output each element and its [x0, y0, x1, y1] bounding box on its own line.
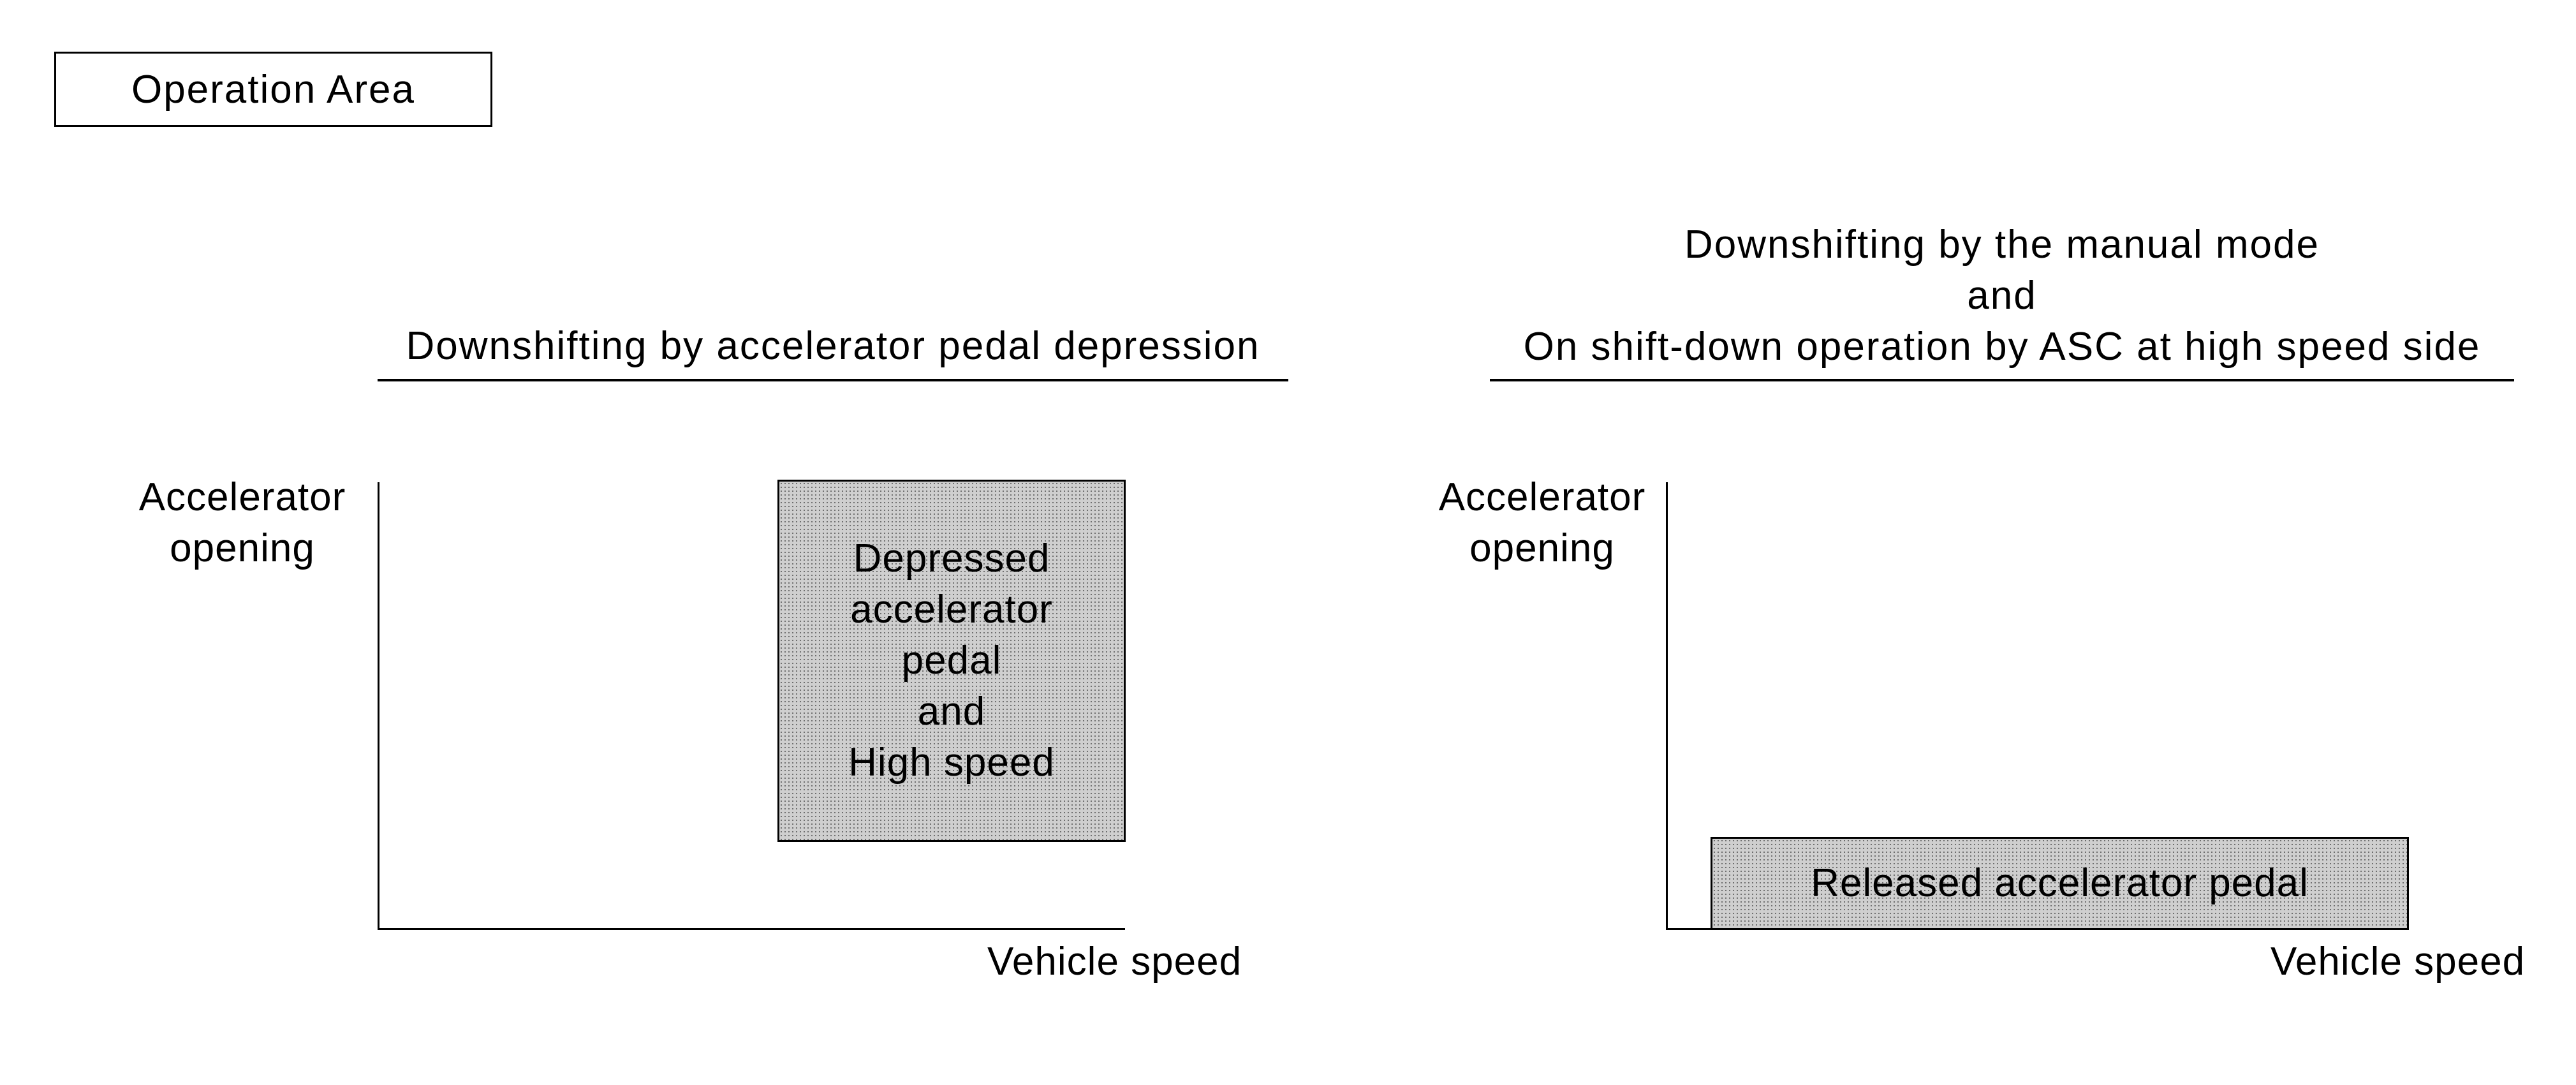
left-x-axis: [378, 928, 1125, 930]
right-operation-region: Released accelerator pedal: [1711, 837, 2409, 930]
right-y-axis: [1666, 482, 1668, 930]
operation-area-title: Operation Area: [54, 52, 492, 127]
left-operation-region: Depressed accelerator pedal and High spe…: [777, 480, 1126, 842]
right-heading-underline: [1490, 379, 2514, 381]
left-heading-underline: [378, 379, 1288, 381]
right-region-label: Released accelerator pedal: [1811, 861, 2309, 905]
right-panel-heading: Downshifting by the manual mode and On s…: [1523, 223, 2481, 369]
right-x-axis-label: Vehicle speed: [2271, 940, 2526, 984]
left-y-axis: [378, 482, 379, 930]
right-x-axis: [1666, 928, 1717, 930]
operation-area-title-text: Operation Area: [131, 67, 416, 112]
right-y-axis-label: Accelerator opening: [1438, 475, 1646, 570]
left-panel-heading: Downshifting by accelerator pedal depres…: [406, 324, 1260, 368]
left-x-axis-label: Vehicle speed: [987, 940, 1242, 984]
left-region-label: Depressed accelerator pedal and High spe…: [848, 536, 1055, 785]
left-y-axis-label: Accelerator opening: [138, 475, 346, 570]
